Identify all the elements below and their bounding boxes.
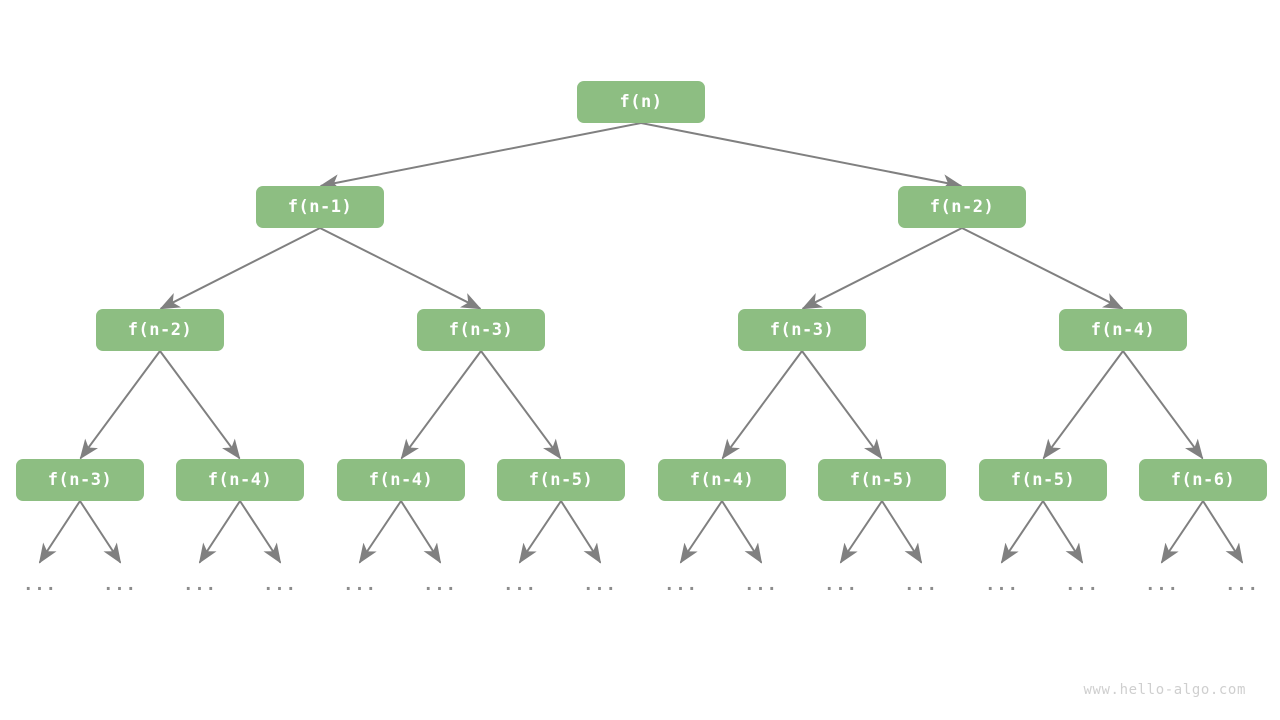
ellipsis-marker: ...	[904, 575, 938, 595]
tree-node-n0: f(n)	[577, 81, 705, 123]
ellipsis-marker: ...	[1225, 575, 1259, 595]
leaf-stub-n8-3	[239, 500, 282, 564]
ellipsis-marker: ...	[985, 575, 1019, 595]
leaf-stub-n12-10	[839, 500, 883, 564]
tree-node-n10: f(n-5)	[497, 459, 625, 501]
tree-edge-n5-n12	[801, 350, 883, 460]
leaf-stub-n7-1	[79, 500, 122, 564]
tree-node-n9: f(n-4)	[337, 459, 465, 501]
tree-edge-n4-n10	[480, 350, 562, 460]
tree-edge-n3-n7	[79, 350, 161, 460]
ellipsis-marker: ...	[1065, 575, 1099, 595]
tree-edge-n6-n13	[1042, 350, 1124, 460]
ellipsis-marker: ...	[23, 575, 57, 595]
ellipsis-marker: ...	[664, 575, 698, 595]
tree-edge-n3-n8	[159, 350, 241, 460]
leaf-stub-n10-6	[518, 500, 562, 564]
leaf-stub-n9-5	[400, 500, 442, 564]
leaf-stub-n11-9	[721, 500, 763, 564]
ellipsis-marker: ...	[103, 575, 137, 595]
ellipsis-marker: ...	[1145, 575, 1179, 595]
leaf-stub-n13-12	[1000, 500, 1044, 564]
tree-node-n14: f(n-6)	[1139, 459, 1267, 501]
leaf-stub-group	[38, 500, 1244, 564]
tree-node-n7: f(n-3)	[16, 459, 144, 501]
tree-edge-n4-n9	[400, 350, 482, 460]
tree-edge-n0-n2	[640, 122, 963, 191]
leaf-stub-n8-2	[198, 500, 241, 564]
tree-edge-n0-n1	[319, 122, 642, 191]
leaf-stub-n12-11	[881, 500, 923, 564]
tree-node-n13: f(n-5)	[979, 459, 1107, 501]
leaf-stub-n11-8	[679, 500, 723, 564]
leaf-stub-n14-15	[1202, 500, 1244, 564]
ellipsis-marker: ...	[343, 575, 377, 595]
tree-edge-n5-n11	[721, 350, 803, 460]
ellipsis-marker: ...	[583, 575, 617, 595]
ellipsis-marker: ...	[263, 575, 297, 595]
ellipsis-marker: ...	[423, 575, 457, 595]
tree-node-n11: f(n-4)	[658, 459, 786, 501]
ellipsis-marker: ...	[183, 575, 217, 595]
tree-node-n12: f(n-5)	[818, 459, 946, 501]
tree-edge-group	[79, 122, 1204, 460]
tree-node-n2: f(n-2)	[898, 186, 1026, 228]
watermark: www.hello-algo.com	[1083, 682, 1246, 698]
leaf-stub-n7-0	[38, 500, 81, 564]
leaf-stub-n10-7	[560, 500, 602, 564]
tree-node-n3: f(n-2)	[96, 309, 224, 351]
tree-node-n1: f(n-1)	[256, 186, 384, 228]
tree-edge-n6-n14	[1122, 350, 1204, 460]
ellipsis-marker: ...	[744, 575, 778, 595]
tree-edge-n1-n3	[159, 227, 321, 310]
tree-node-n8: f(n-4)	[176, 459, 304, 501]
leaf-stub-n13-13	[1042, 500, 1084, 564]
ellipsis-marker: ...	[824, 575, 858, 595]
tree-edge-n2-n6	[961, 227, 1124, 310]
ellipsis-marker: ...	[503, 575, 537, 595]
tree-node-n4: f(n-3)	[417, 309, 545, 351]
tree-edge-n2-n5	[801, 227, 963, 310]
tree-node-n6: f(n-4)	[1059, 309, 1187, 351]
tree-edge-n1-n4	[319, 227, 482, 310]
leaf-stub-n9-4	[358, 500, 402, 564]
tree-node-n5: f(n-3)	[738, 309, 866, 351]
leaf-stub-n14-14	[1160, 500, 1204, 564]
